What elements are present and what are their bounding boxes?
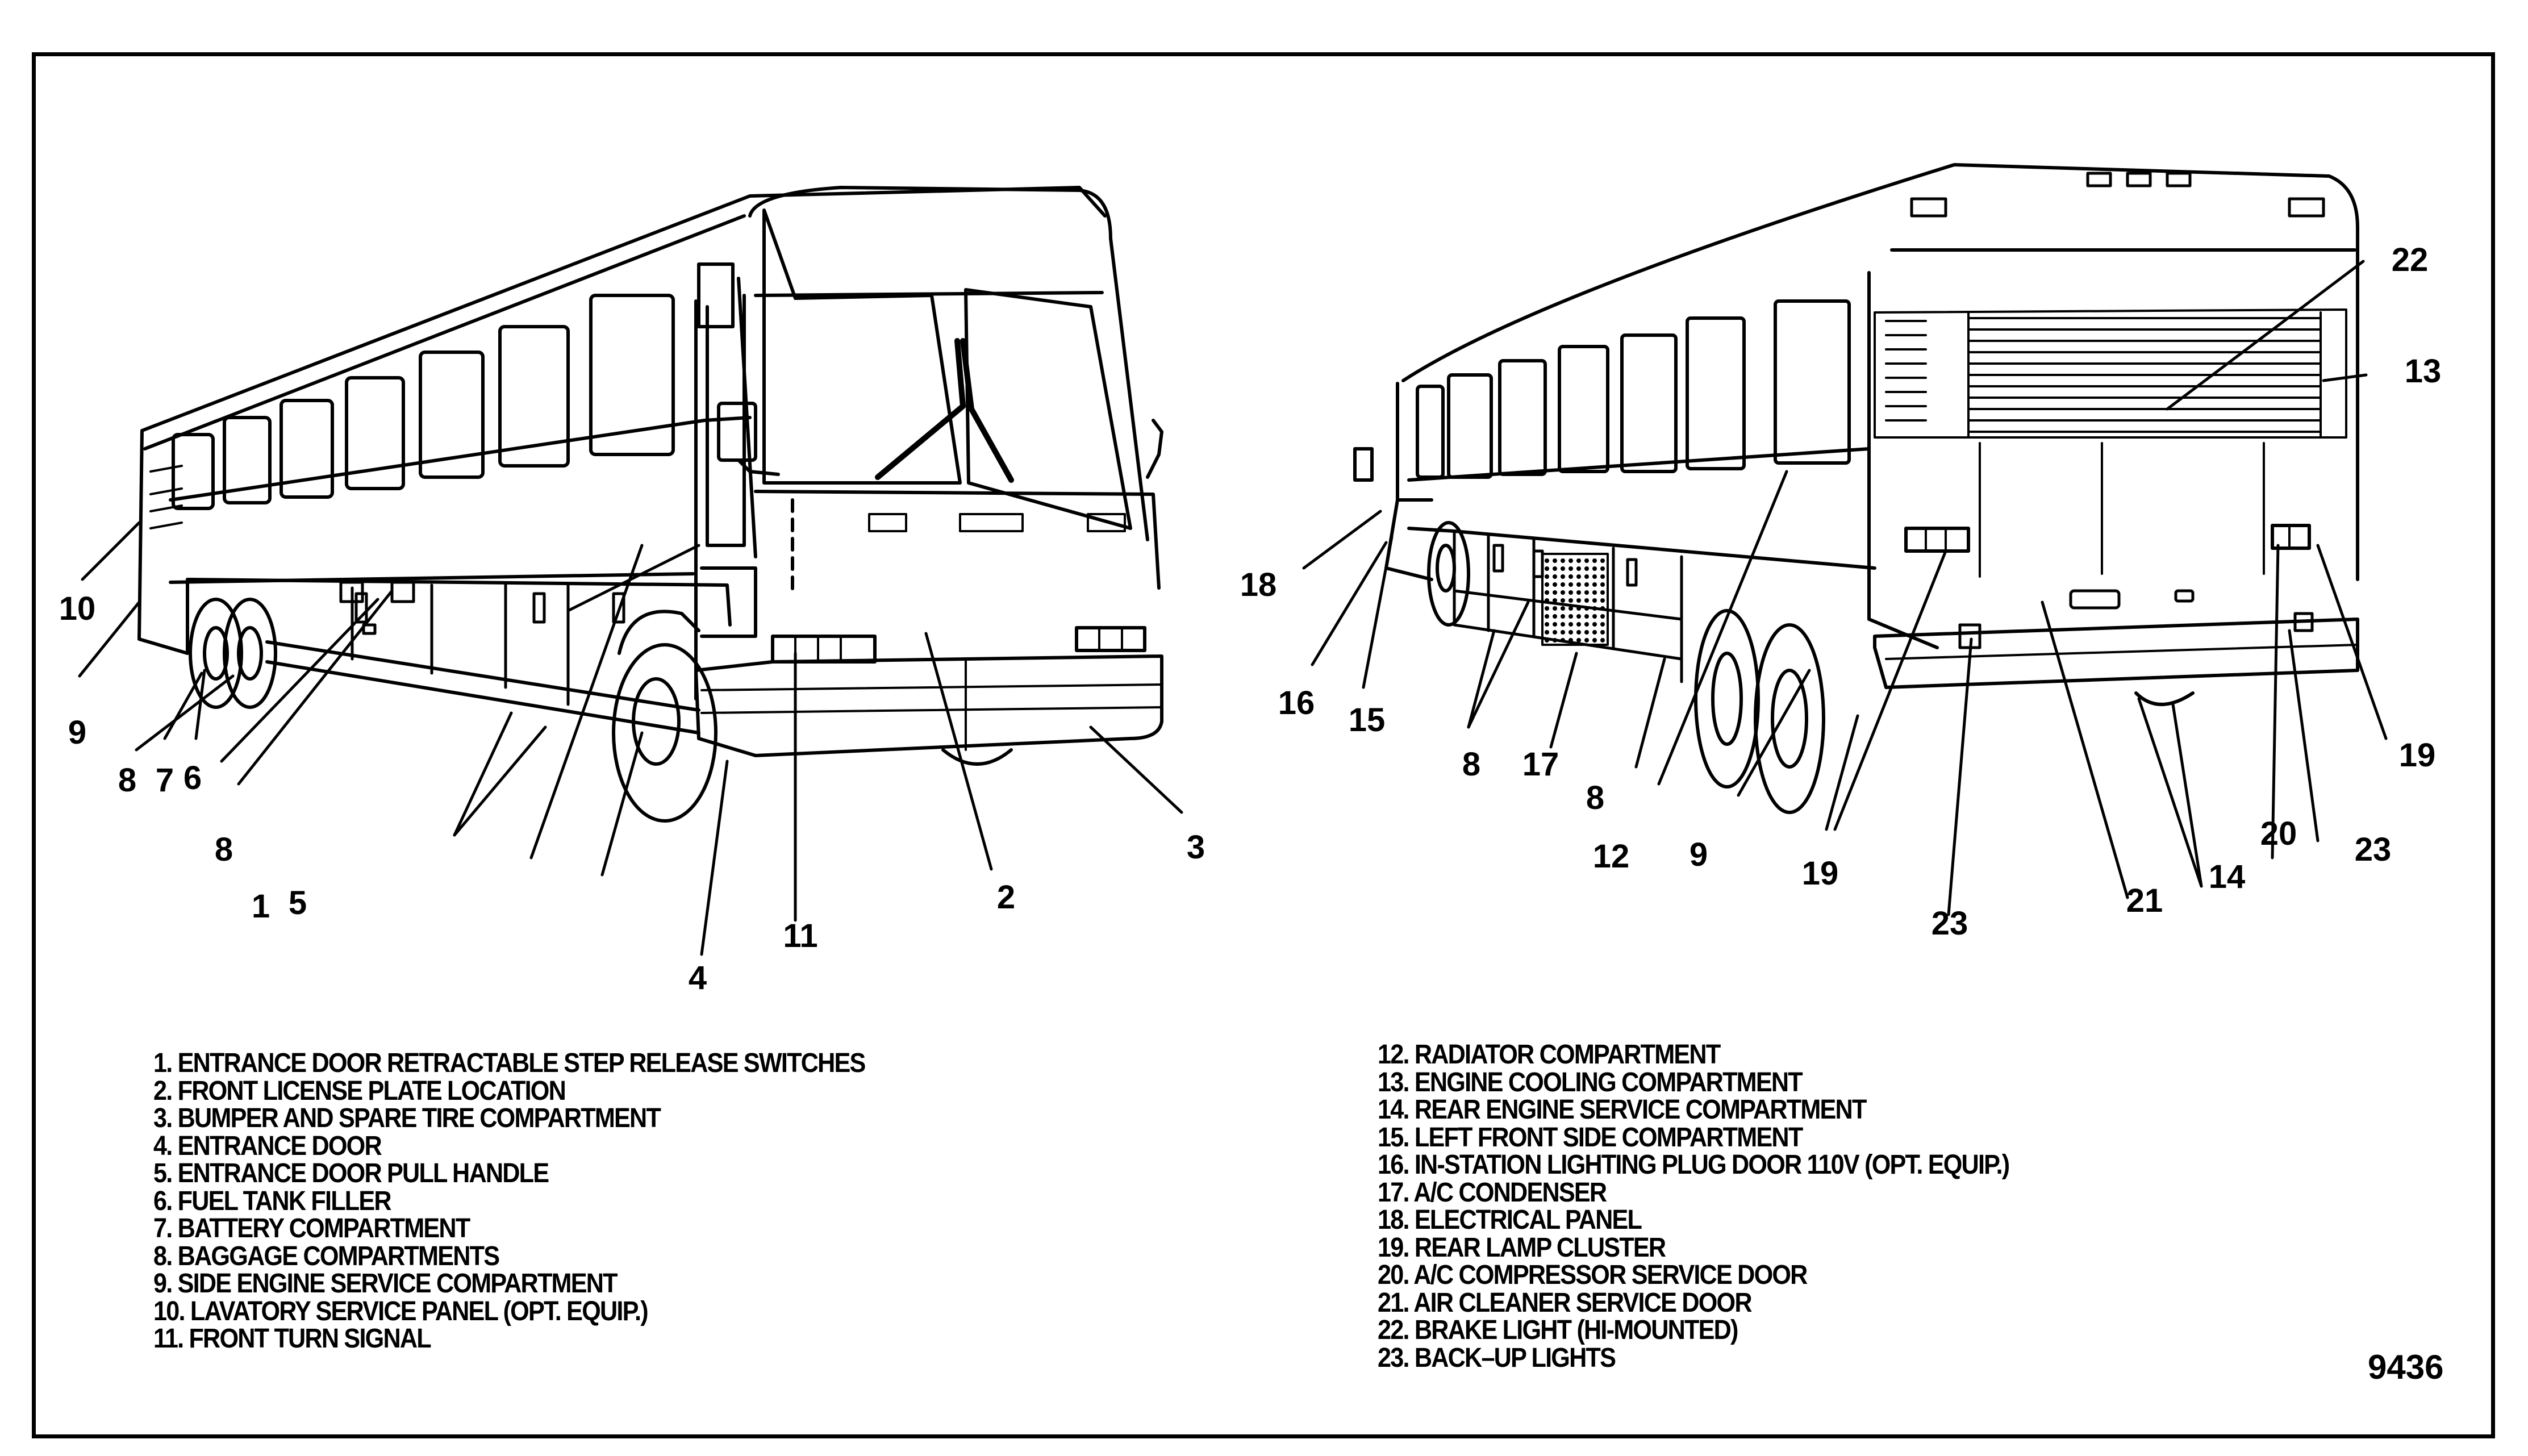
- left-leader-lines: [78, 521, 1183, 956]
- callout-11: 11: [783, 917, 818, 954]
- legend-item: 3. BUMPER AND SPARE TIRE COMPARTMENT: [153, 1103, 661, 1133]
- rear-view-side-windows: [1416, 299, 1851, 479]
- callout-21: 21: [2126, 882, 2163, 919]
- callout-18: 18: [1240, 566, 1277, 603]
- callout-17: 17: [1522, 746, 1559, 783]
- callout-5: 5: [288, 885, 307, 921]
- callout-15: 15: [1348, 702, 1386, 739]
- callout-16: 16: [1278, 685, 1315, 721]
- legend-item: 5. ENTRANCE DOOR PULL HANDLE: [153, 1158, 549, 1188]
- callout-3: 3: [1186, 829, 1205, 866]
- legend-item: 16. IN-STATION LIGHTING PLUG DOOR 110V (…: [1378, 1150, 2010, 1180]
- callout-8b: 8: [214, 831, 233, 868]
- legend-item: 1. ENTRANCE DOOR RETRACTABLE STEP RELEAS…: [153, 1048, 866, 1078]
- callout-9b: 9: [1689, 836, 1708, 873]
- rear-wheels: [189, 598, 277, 709]
- callout-12: 12: [1592, 838, 1630, 875]
- legend-item: 15. LEFT FRONT SIDE COMPARTMENT: [1378, 1122, 1803, 1153]
- legend-item: 2. FRONT LICENSE PLATE LOCATION: [153, 1075, 566, 1106]
- side-windows: [172, 262, 735, 510]
- callout-6: 6: [183, 760, 202, 796]
- front-lights-left: [771, 635, 877, 664]
- engine-grille: [1874, 308, 2347, 439]
- callout-2: 2: [996, 879, 1016, 916]
- callout-1: 1: [251, 888, 270, 925]
- legend-item: 11. FRONT TURN SIGNAL: [153, 1324, 432, 1354]
- callout-23a: 23: [1931, 905, 1968, 942]
- legend-item: 12. RADIATOR COMPARTMENT: [1378, 1040, 1721, 1070]
- figure-frame: [32, 52, 2495, 1438]
- rear-lamp-cluster-left: [1904, 527, 1970, 553]
- callout-4: 4: [688, 959, 707, 996]
- legend-item: 21. AIR CLEANER SERVICE DOOR: [1378, 1287, 1753, 1318]
- callout-19a: 19: [1801, 855, 1839, 892]
- callout-8c: 8: [1462, 746, 1481, 783]
- legend-item: 6. FUEL TANK FILLER: [153, 1186, 392, 1216]
- legend-item: 19. REAR LAMP CLUSTER: [1378, 1232, 1666, 1263]
- rear-end: [137, 429, 189, 655]
- legend-item: 23. BACK–UP LIGHTS: [1378, 1342, 1616, 1373]
- mci-logo-plate: [959, 513, 1024, 532]
- callout-20: 20: [2260, 815, 2297, 852]
- front-wheel: [612, 610, 717, 823]
- figure-number: 9436: [2368, 1348, 2444, 1386]
- callout-14: 14: [2208, 858, 2246, 895]
- legend-left: 1. ENTRANCE DOOR RETRACTABLE STEP RELEAS…: [153, 1048, 866, 1354]
- windshield-right: [964, 288, 1132, 530]
- windshield-left: [762, 208, 962, 485]
- rear-left-bus-view: [1302, 163, 2388, 916]
- right-leader-lines: [1302, 260, 2388, 916]
- far-mirror: [1353, 447, 1374, 482]
- rear-roof: [1401, 163, 2359, 581]
- roof-line: [140, 186, 1107, 432]
- baggage-doors: [339, 581, 625, 706]
- callout-9: 9: [68, 714, 87, 751]
- ac-condenser-mesh: [1541, 553, 1609, 646]
- legend-item: 17. A/C CONDENSER: [1378, 1177, 1607, 1208]
- front-lights-right: [1075, 626, 1146, 652]
- legend-item: 20. A/C COMPRESSOR SERVICE DOOR: [1378, 1260, 1808, 1290]
- callout-22: 22: [2391, 241, 2429, 278]
- legend-right: 12. RADIATOR COMPARTMENT 13. ENGINE COOL…: [1378, 1040, 2010, 1373]
- front-left-bus-view: [78, 186, 1183, 956]
- callout-10: 10: [59, 590, 96, 627]
- callout-19b: 19: [2398, 737, 2436, 774]
- callout-13: 13: [2404, 353, 2442, 390]
- legend-item: 22. BRAKE LIGHT (HI-MOUNTED): [1378, 1315, 1738, 1345]
- callout-23b: 23: [2354, 831, 2392, 868]
- front-cap: [748, 186, 1149, 541]
- rear-lamp-cluster-right: [2271, 524, 2311, 550]
- callout-8a: 8: [118, 762, 137, 799]
- legend-item: 8. BAGGAGE COMPARTMENTS: [153, 1241, 500, 1271]
- callout-8d: 8: [1586, 779, 1605, 816]
- front-bumper: [694, 654, 1163, 757]
- legend-item: 4. ENTRANCE DOOR: [153, 1130, 382, 1161]
- legend-item: 10. LAVATORY SERVICE PANEL (OPT. EQUIP.): [153, 1296, 649, 1326]
- legend-item: 9. SIDE ENGINE SERVICE COMPARTMENT: [153, 1269, 618, 1299]
- legend-item: 13. ENGINE COOLING COMPARTMENT: [1378, 1067, 1803, 1098]
- legend-item: 7. BATTERY COMPARTMENT: [153, 1213, 470, 1244]
- rear-bumper: [1873, 618, 2359, 689]
- legend-item: 18. ELECTRICAL PANEL: [1378, 1205, 1642, 1235]
- legend-item: 14. REAR ENGINE SERVICE COMPARTMENT: [1378, 1095, 1867, 1125]
- rear-view-wheels: [1427, 521, 1825, 814]
- callout-7: 7: [155, 762, 174, 799]
